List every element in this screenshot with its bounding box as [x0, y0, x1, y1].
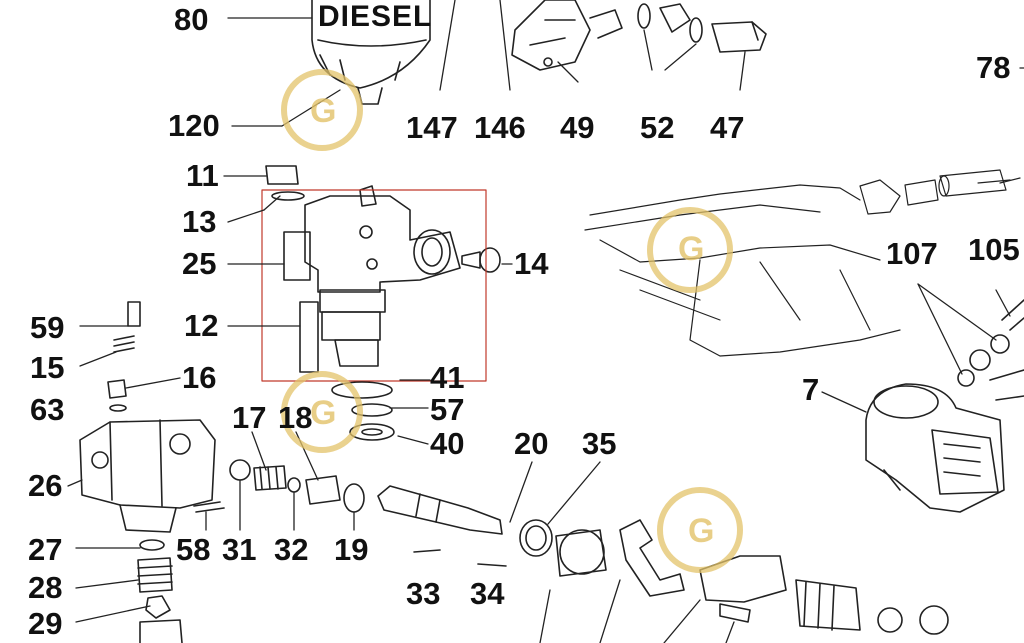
motor-7-part [865, 383, 1005, 513]
callout-label: 31 [222, 532, 257, 567]
callout-label: 34 [470, 576, 505, 611]
injection-pump-part [283, 185, 501, 373]
small-parts-11-13 [265, 165, 305, 201]
seals-part [331, 381, 395, 441]
callout-label: 63 [30, 392, 65, 427]
spring-stack-part [137, 539, 183, 643]
callout-label: 78 [976, 50, 1011, 85]
small-parts-left [107, 301, 141, 412]
callout-label: 59 [30, 310, 65, 345]
watermark-logos [281, 69, 743, 573]
callout-label: 29 [28, 606, 63, 641]
callout-label: 80 [174, 2, 209, 37]
callout-label: 107 [886, 236, 938, 271]
watermark-letter: G [688, 512, 715, 550]
callout-label: 12 [184, 308, 219, 343]
parts-107-105 [957, 299, 1024, 401]
callout-label: 27 [28, 532, 63, 567]
callout-label: 35 [582, 426, 617, 461]
callout-label: 49 [560, 110, 595, 145]
watermark-letter: G [678, 230, 705, 268]
callout-label: 105 [968, 232, 1020, 267]
callout-label: 33 [406, 576, 441, 611]
callout-label: 147 [406, 110, 458, 145]
callout-label: 26 [28, 468, 63, 503]
callout-label: 20 [514, 426, 549, 461]
highlight-box [261, 189, 487, 382]
watermark-letter: G [310, 92, 337, 130]
callout-label: 52 [640, 110, 675, 145]
callout-label: 11 [186, 158, 219, 193]
housing-26-part [79, 419, 216, 533]
callout-label: 18 [278, 400, 313, 435]
callout-label: 13 [182, 204, 217, 239]
callout-label: 120 [168, 108, 220, 143]
washers-and-bolt-part [637, 3, 767, 53]
rod-and-ring-part [377, 485, 553, 557]
callout-label: 17 [232, 400, 267, 435]
callout-label: 146 [474, 110, 526, 145]
callout-label: 40 [430, 426, 465, 461]
plunger-parts [193, 459, 365, 513]
filter-text: DIESEL [318, 0, 433, 33]
callout-label: 25 [182, 246, 217, 281]
callout-label: 7 [802, 372, 820, 407]
callout-label: 57 [430, 392, 465, 427]
callout-label: 58 [176, 532, 211, 567]
callout-label: 28 [28, 570, 63, 605]
bottom-parts [413, 519, 949, 635]
watermark-letter: G [310, 394, 337, 432]
callout-label: 19 [334, 532, 369, 567]
callout-label: 15 [30, 350, 65, 385]
callout-label: 14 [514, 246, 549, 281]
pump-top-part [511, 0, 623, 71]
callout-label: 16 [182, 360, 217, 395]
callout-label: 32 [274, 532, 309, 567]
callout-label: 47 [710, 110, 745, 145]
callout-label: 41 [430, 360, 465, 395]
